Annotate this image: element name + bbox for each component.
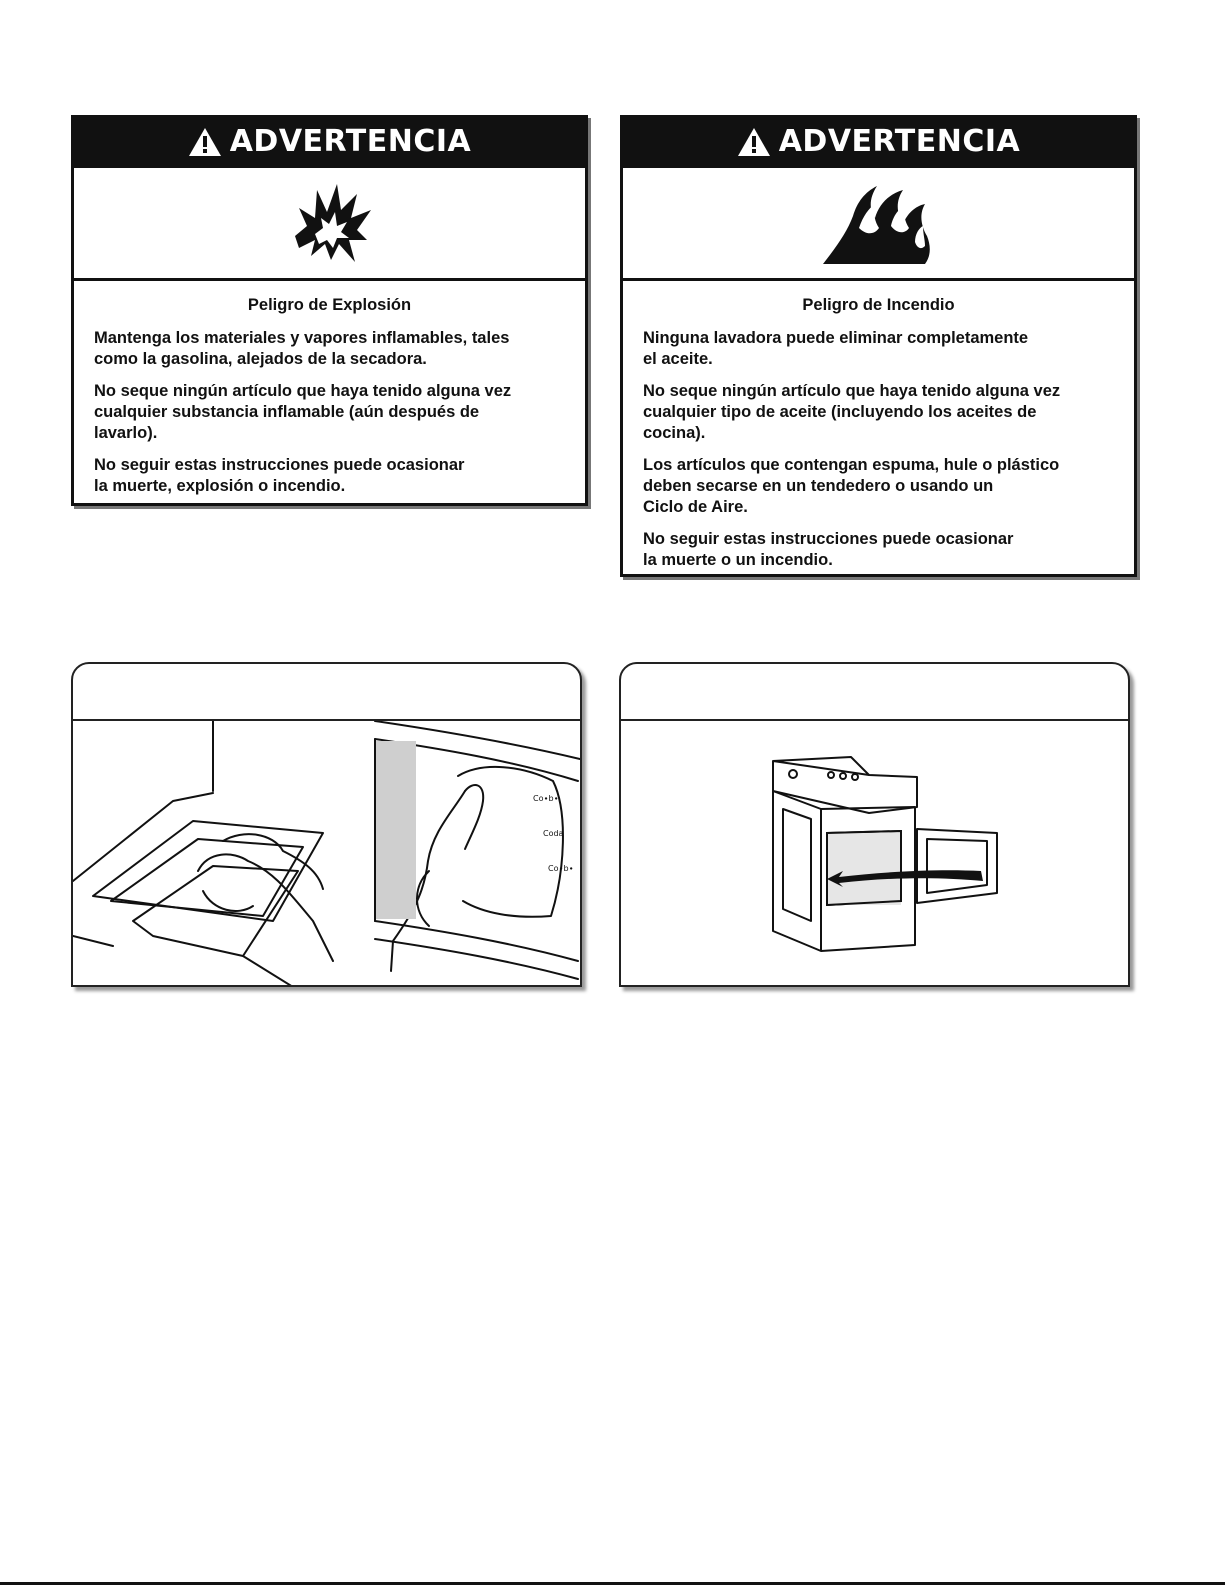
warning-paragraph: No seguir estas instrucciones puede ocas… <box>643 530 1014 569</box>
warning-paragraph: No seque ningún artículo que haya tenido… <box>643 382 1061 442</box>
illustration-panel-lint-screen: Co∙b∙ Coda Co∙b∙ <box>71 662 582 987</box>
illustration-art: Co∙b∙ Coda Co∙b∙ <box>73 721 580 985</box>
hazard-icon-row <box>623 165 1134 281</box>
explosion-icon <box>294 184 371 262</box>
warning-body: Peligro de Explosión Mantenga los materi… <box>74 281 585 509</box>
warning-triangle-icon <box>188 127 221 156</box>
warning-body: Peligro de Incendio Ninguna lavadora pue… <box>623 281 1134 583</box>
warning-paragraph: No seguir estas instrucciones puede ocas… <box>94 456 465 495</box>
warning-header: ADVERTENCIA <box>74 118 585 165</box>
warning-paragraph: Los artículos que contengan espuma, hule… <box>643 456 1060 516</box>
warning-subtitle: Peligro de Explosión <box>247 296 412 314</box>
illustration-art <box>621 721 1128 985</box>
illustration-panel-dryer <box>619 662 1130 987</box>
fire-icon <box>822 186 930 264</box>
illustration-header <box>621 664 1128 721</box>
svg-text:Co∙b∙: Co∙b∙ <box>548 864 574 873</box>
warning-paragraph: No seque ningún artículo que haya tenido… <box>94 382 512 442</box>
svg-text:Coda: Coda <box>543 829 564 838</box>
page-bottom-rule <box>0 1582 1225 1585</box>
dryer-loading-icon <box>772 756 998 952</box>
warning-paragraph: Ninguna lavadora puede eliminar completa… <box>643 329 1029 368</box>
warning-subtitle: Peligro de Incendio <box>802 296 955 314</box>
warning-title: ADVERTENCIA <box>229 124 472 159</box>
warning-box-fire: ADVERTENCIA Peligro de Incendio Ninguna … <box>620 115 1137 577</box>
warning-triangle-icon <box>737 127 770 156</box>
svg-text:Co∙b∙: Co∙b∙ <box>533 794 559 803</box>
warning-header: ADVERTENCIA <box>623 118 1134 165</box>
illustration-header <box>73 664 580 721</box>
warning-box-explosion: ADVERTENCIA Peligro de Explosión Manteng… <box>71 115 588 506</box>
warning-paragraph: Mantenga los materiales y vapores inflam… <box>94 329 510 368</box>
warning-title: ADVERTENCIA <box>778 124 1021 159</box>
hazard-icon-row <box>74 165 585 281</box>
lint-screen-cleaning-icon: Co∙b∙ Coda Co∙b∙ <box>73 721 580 985</box>
